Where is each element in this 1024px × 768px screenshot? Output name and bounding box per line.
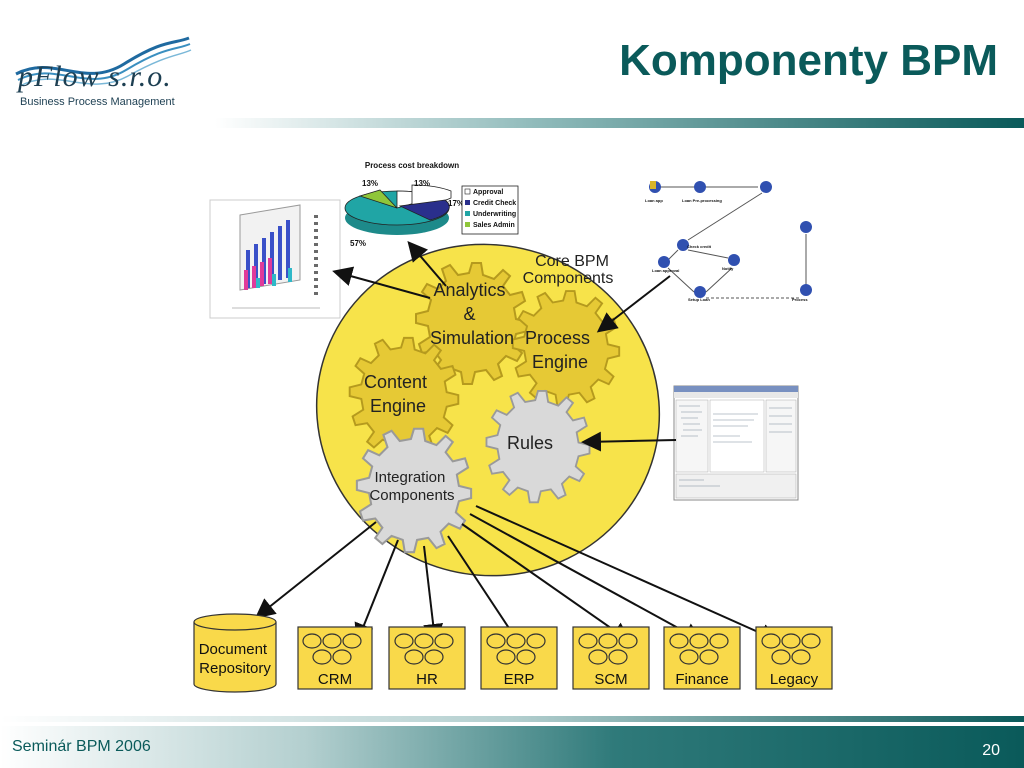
connector-arrows: [332, 240, 677, 452]
pie-label-3: 17%: [448, 199, 464, 208]
integration-label: Integration Components: [369, 469, 454, 504]
system-box-hr: HR: [388, 626, 466, 690]
system-box-scm: SCM: [572, 626, 650, 690]
svg-text:Notify: Notify: [722, 266, 734, 271]
footer-seminar: Seminár BPM 2006: [12, 738, 151, 755]
svg-text:Loan app: Loan app: [645, 198, 663, 203]
process-engine-label: Process Engine: [525, 328, 595, 372]
footer-divider: [0, 716, 1024, 722]
svg-text:Loan approval: Loan approval: [652, 268, 679, 273]
system-box-erp: ERP: [480, 626, 558, 690]
system-label-crm: CRM: [318, 671, 352, 688]
system-label-finance: Finance: [675, 671, 728, 688]
bpm-diagram: Core BPM Components Analytics & Simulati…: [193, 161, 833, 693]
pie-title: Process cost breakdown: [365, 161, 459, 170]
svg-text:Check credit: Check credit: [687, 244, 712, 249]
system-box-crm: CRM: [297, 626, 373, 690]
pie-label-2: 13%: [414, 179, 430, 188]
pie-label-4: 57%: [350, 239, 366, 248]
rules-label: Rules: [507, 433, 553, 453]
core-bpm-label-2: Components: [523, 270, 614, 287]
pie-legend-credit: Credit Check: [473, 200, 516, 207]
workflow-thumbnail: [660, 186, 807, 299]
bar-chart-thumbnail: [209, 199, 341, 319]
logo-subtitle: Business Process Management: [20, 96, 175, 108]
footer-bar: [0, 726, 1024, 768]
footer: Seminár BPM 2006 20: [0, 716, 1024, 768]
logo-swoosh: [15, 36, 192, 87]
document-repository: Document Repository: [193, 613, 277, 693]
page-title: Komponenty BPM: [619, 36, 998, 85]
workflow-nodes: [649, 181, 812, 298]
repository-label: Document Repository: [199, 641, 272, 677]
page-number: 20: [982, 742, 1000, 759]
content-engine-label: Content Engine: [364, 372, 432, 416]
header-divider: [215, 118, 1024, 128]
system-box-finance: Finance: [663, 626, 741, 690]
system-label-erp: ERP: [504, 671, 535, 688]
pie-legend-underwriting: Underwriting: [473, 211, 516, 218]
svg-text:Loan Pre-processing: Loan Pre-processing: [682, 198, 722, 203]
system-label-hr: HR: [416, 671, 438, 688]
pie-legend-approval: Approval: [473, 189, 503, 196]
analytics-label: Analytics & Simulation: [430, 280, 514, 348]
system-label-legacy: Legacy: [770, 671, 819, 688]
logo-name: pFlow s.r.o.: [18, 60, 172, 93]
pie-label-1: 13%: [362, 179, 378, 188]
rules-editor-thumbnail: [673, 385, 799, 501]
pie-legend-sales: Sales Admin: [473, 222, 515, 229]
workflow-node-labels: Loan app Loan Pre-processing Check credi…: [645, 198, 808, 302]
system-box-legacy: Legacy: [755, 626, 833, 690]
process-cost-pie-chart: Process cost breakdown 13% 13% 17% 57% A…: [344, 161, 519, 248]
system-label-scm: SCM: [594, 671, 627, 688]
svg-text:Process: Process: [792, 297, 808, 302]
svg-text:Setup Loan: Setup Loan: [688, 297, 710, 302]
core-bpm-label: Core BPM: [535, 253, 609, 270]
